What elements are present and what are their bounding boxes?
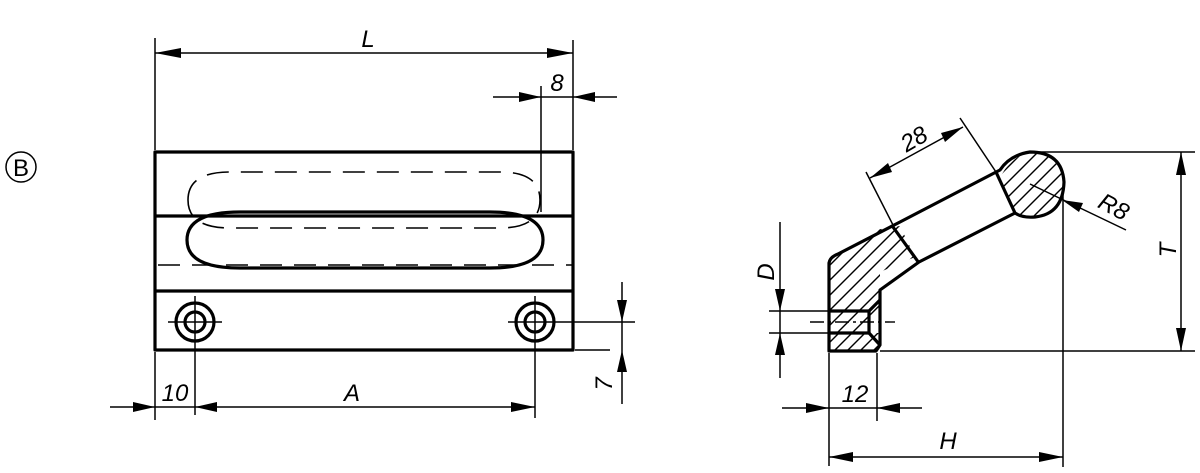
dim-grip-length: 28 (865, 117, 997, 226)
dim-label-8: 8 (550, 70, 564, 97)
dim-label-12: 12 (842, 381, 869, 408)
view-marker: B (5, 151, 37, 183)
handle-section-outline (827, 150, 1066, 353)
section-break-upper (994, 171, 1017, 214)
view-marker-label: B (13, 155, 29, 182)
hidden-grip-outline (187, 171, 541, 229)
dim-overall-length: L (154, 26, 574, 150)
mounting-hole-right (508, 296, 635, 418)
mounting-hole-left (168, 296, 222, 415)
dim-overall-height: T (880, 151, 1195, 352)
dim-label-D: D (753, 263, 780, 280)
view-marker-circle (5, 151, 37, 183)
dim-grip-radius: R8 (1029, 183, 1134, 231)
dim-label-10: 10 (162, 380, 189, 407)
dim-hole-height: 7 (575, 282, 627, 404)
dim-label-28: 28 (895, 121, 933, 159)
dim-label-7: 7 (591, 376, 618, 391)
dim-overall-depth: H (829, 190, 1064, 467)
front-view-outline (153, 150, 575, 352)
section-break-lower (891, 226, 921, 264)
dim-label-L: L (361, 26, 374, 53)
dim-label-R8: R8 (1094, 188, 1134, 227)
dim-edge-offset: 8 (493, 70, 617, 212)
dim-label-H: H (939, 428, 957, 455)
dim-label-T: T (1155, 240, 1182, 257)
dim-label-A: A (342, 380, 360, 407)
side-view: 28 R8 T D (753, 117, 1195, 467)
dim-foot-width: 12 (782, 353, 922, 466)
thread-bore-top (829, 298, 882, 313)
front-view: L 8 10 A 7 (110, 26, 635, 420)
dim-hole-positions: 10 A (110, 352, 535, 420)
grip-oval (185, 210, 545, 270)
dim-thread-diameter: D (753, 222, 829, 378)
